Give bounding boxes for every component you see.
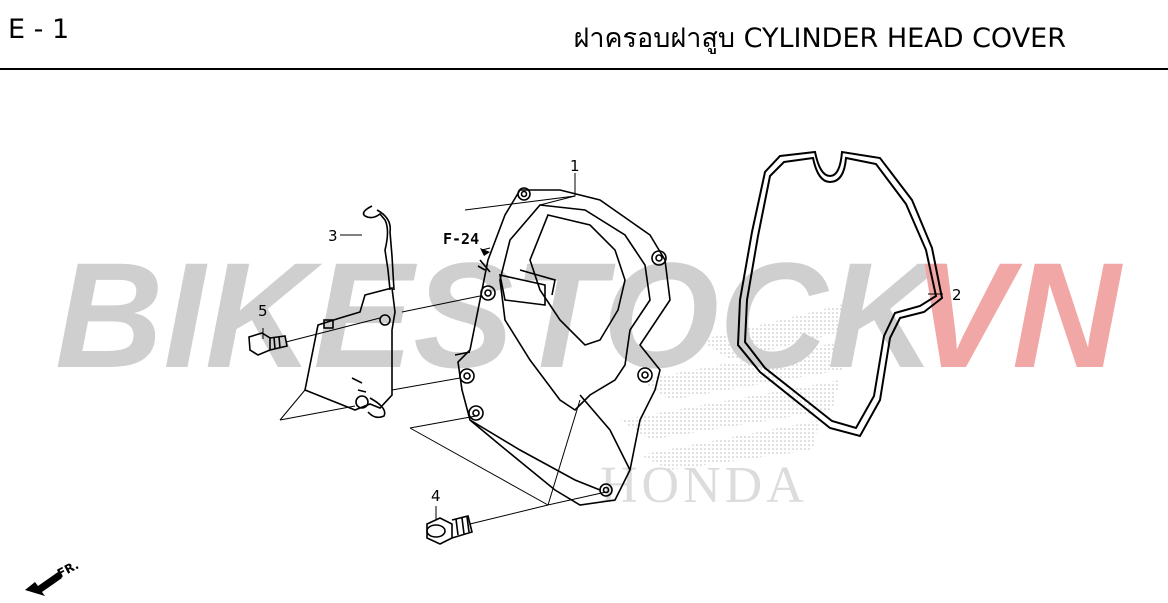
site-watermark: BIKESTOCK VN	[55, 231, 1123, 399]
cylinder-head-cover	[454, 187, 671, 506]
header-divider	[0, 68, 1168, 70]
callout-5: 5	[258, 302, 268, 320]
wire-clip	[362, 205, 395, 291]
callout-lines	[262, 173, 943, 525]
callout-3: 3	[328, 227, 338, 245]
honda-wing-watermark: HONDA	[600, 300, 860, 514]
watermark-prefix: BIKESTOCK	[55, 231, 945, 399]
flange-bolt	[426, 515, 473, 545]
callout-4: 4	[431, 487, 441, 505]
reference-label: F-24	[443, 230, 479, 248]
callout-1: 1	[570, 157, 580, 175]
callout-2: 2	[952, 286, 962, 304]
watermark-suffix: VN	[912, 231, 1123, 399]
small-bolt	[248, 332, 288, 356]
front-label: FR.	[55, 558, 81, 581]
cover-gasket	[736, 150, 944, 438]
reference-f24: F-24	[443, 230, 490, 256]
front-direction-arrow: FR.	[25, 558, 81, 596]
diagram-title: ฝาครอบฝาสูบ CYLINDER HEAD COVER	[573, 23, 1066, 54]
bracket-plate	[304, 286, 396, 419]
honda-brand-text: HONDA	[600, 457, 808, 514]
diagram-code: E - 1	[8, 14, 70, 45]
